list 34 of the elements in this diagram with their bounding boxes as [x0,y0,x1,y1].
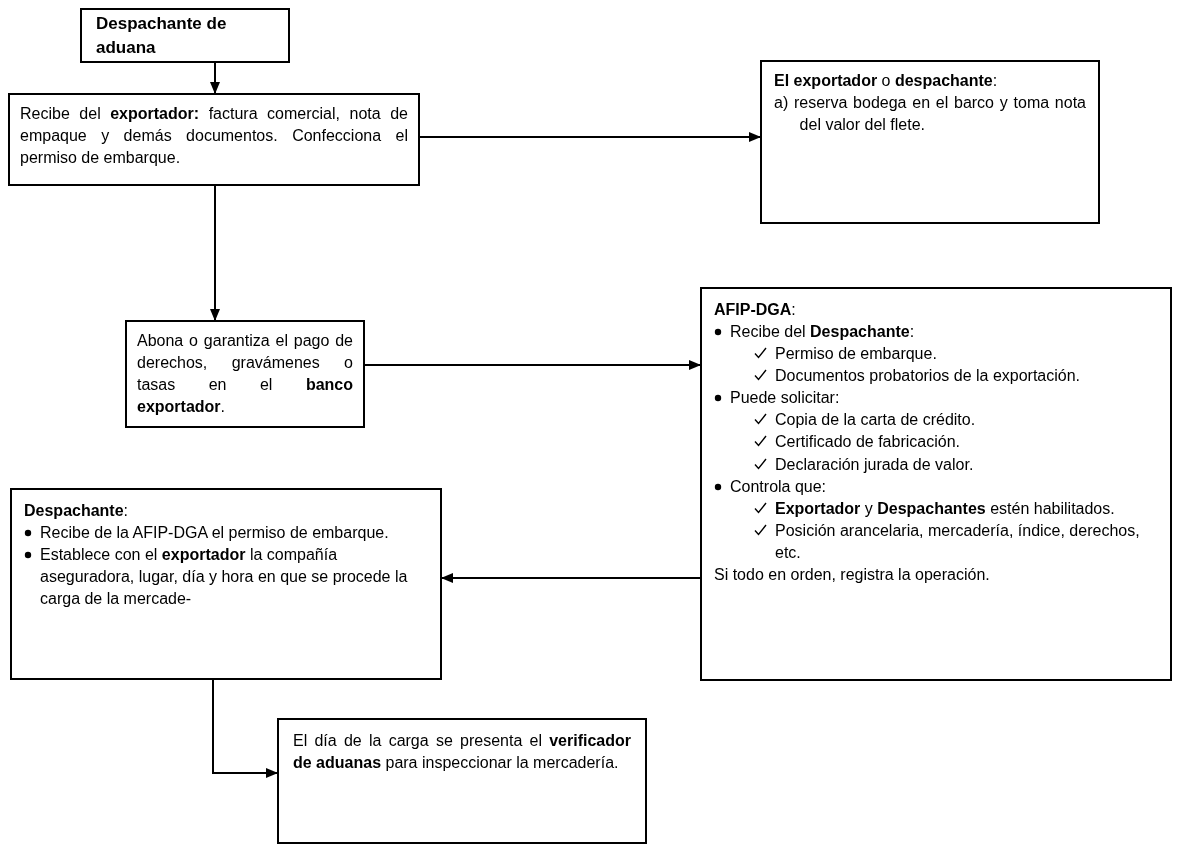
process-box [8,93,420,186]
box-text: El día de la carga se presenta el verificador de aduanas para inspeccionar la mercadería. [293,731,631,774]
box-text: Si todo en orden, registra la operación. [714,564,991,585]
box-heading: Despachante: [24,501,130,521]
box-text: Declaración jurada de valor. [775,454,975,475]
process-box [125,320,365,429]
box-text: Certificado de fabricación. [775,432,961,453]
box-text: Puede solicitar: [730,388,841,409]
box-text: Recibe del exportador: factura comercial, nota de empaque y demás documentos. Confecciona el permiso de embarque. [20,104,408,169]
box-heading: El exportador o despachante: [774,71,999,91]
arrow [441,573,701,583]
process-box [10,488,442,680]
box-text: Copia de la carta de crédito. [775,410,977,431]
box-text: Exportador y Despachantes estén habilitados. [775,498,1116,519]
box-text: Establece con el exportador la compañía aseguradora, lugar, día y hora en que se procede la carga de la mercade- [40,545,409,610]
process-box [80,8,290,63]
arrow [210,62,220,94]
process-box [277,718,647,844]
process-box [700,287,1172,681]
arrow [212,679,278,778]
box-text: Posición arancelaria, mercadería, índice, derechos, etc. [775,520,1141,563]
box-text: Abona o garantiza el pago de derechos, gravámenes o tasas en el banco exportador. [137,331,353,418]
box-heading: AFIP-DGA: [714,300,797,320]
process-box [760,60,1100,224]
box-text: a) reserva bodega en el barco y toma nota del valor del flete. [774,93,1086,136]
arrow [210,185,220,321]
box-text: Controla que: [730,476,828,497]
box-text: Recibe del Despachante: [730,322,916,343]
box-text: Recibe de la AFIP-DGA el permiso de embarque. [40,523,390,544]
arrow [419,132,761,142]
box-text: Documentos probatorios de la exportación. [775,366,1082,387]
arrow [364,360,701,370]
box-text: Despachante de aduana [96,13,228,59]
box-text: Permiso de embarque. [775,344,938,365]
